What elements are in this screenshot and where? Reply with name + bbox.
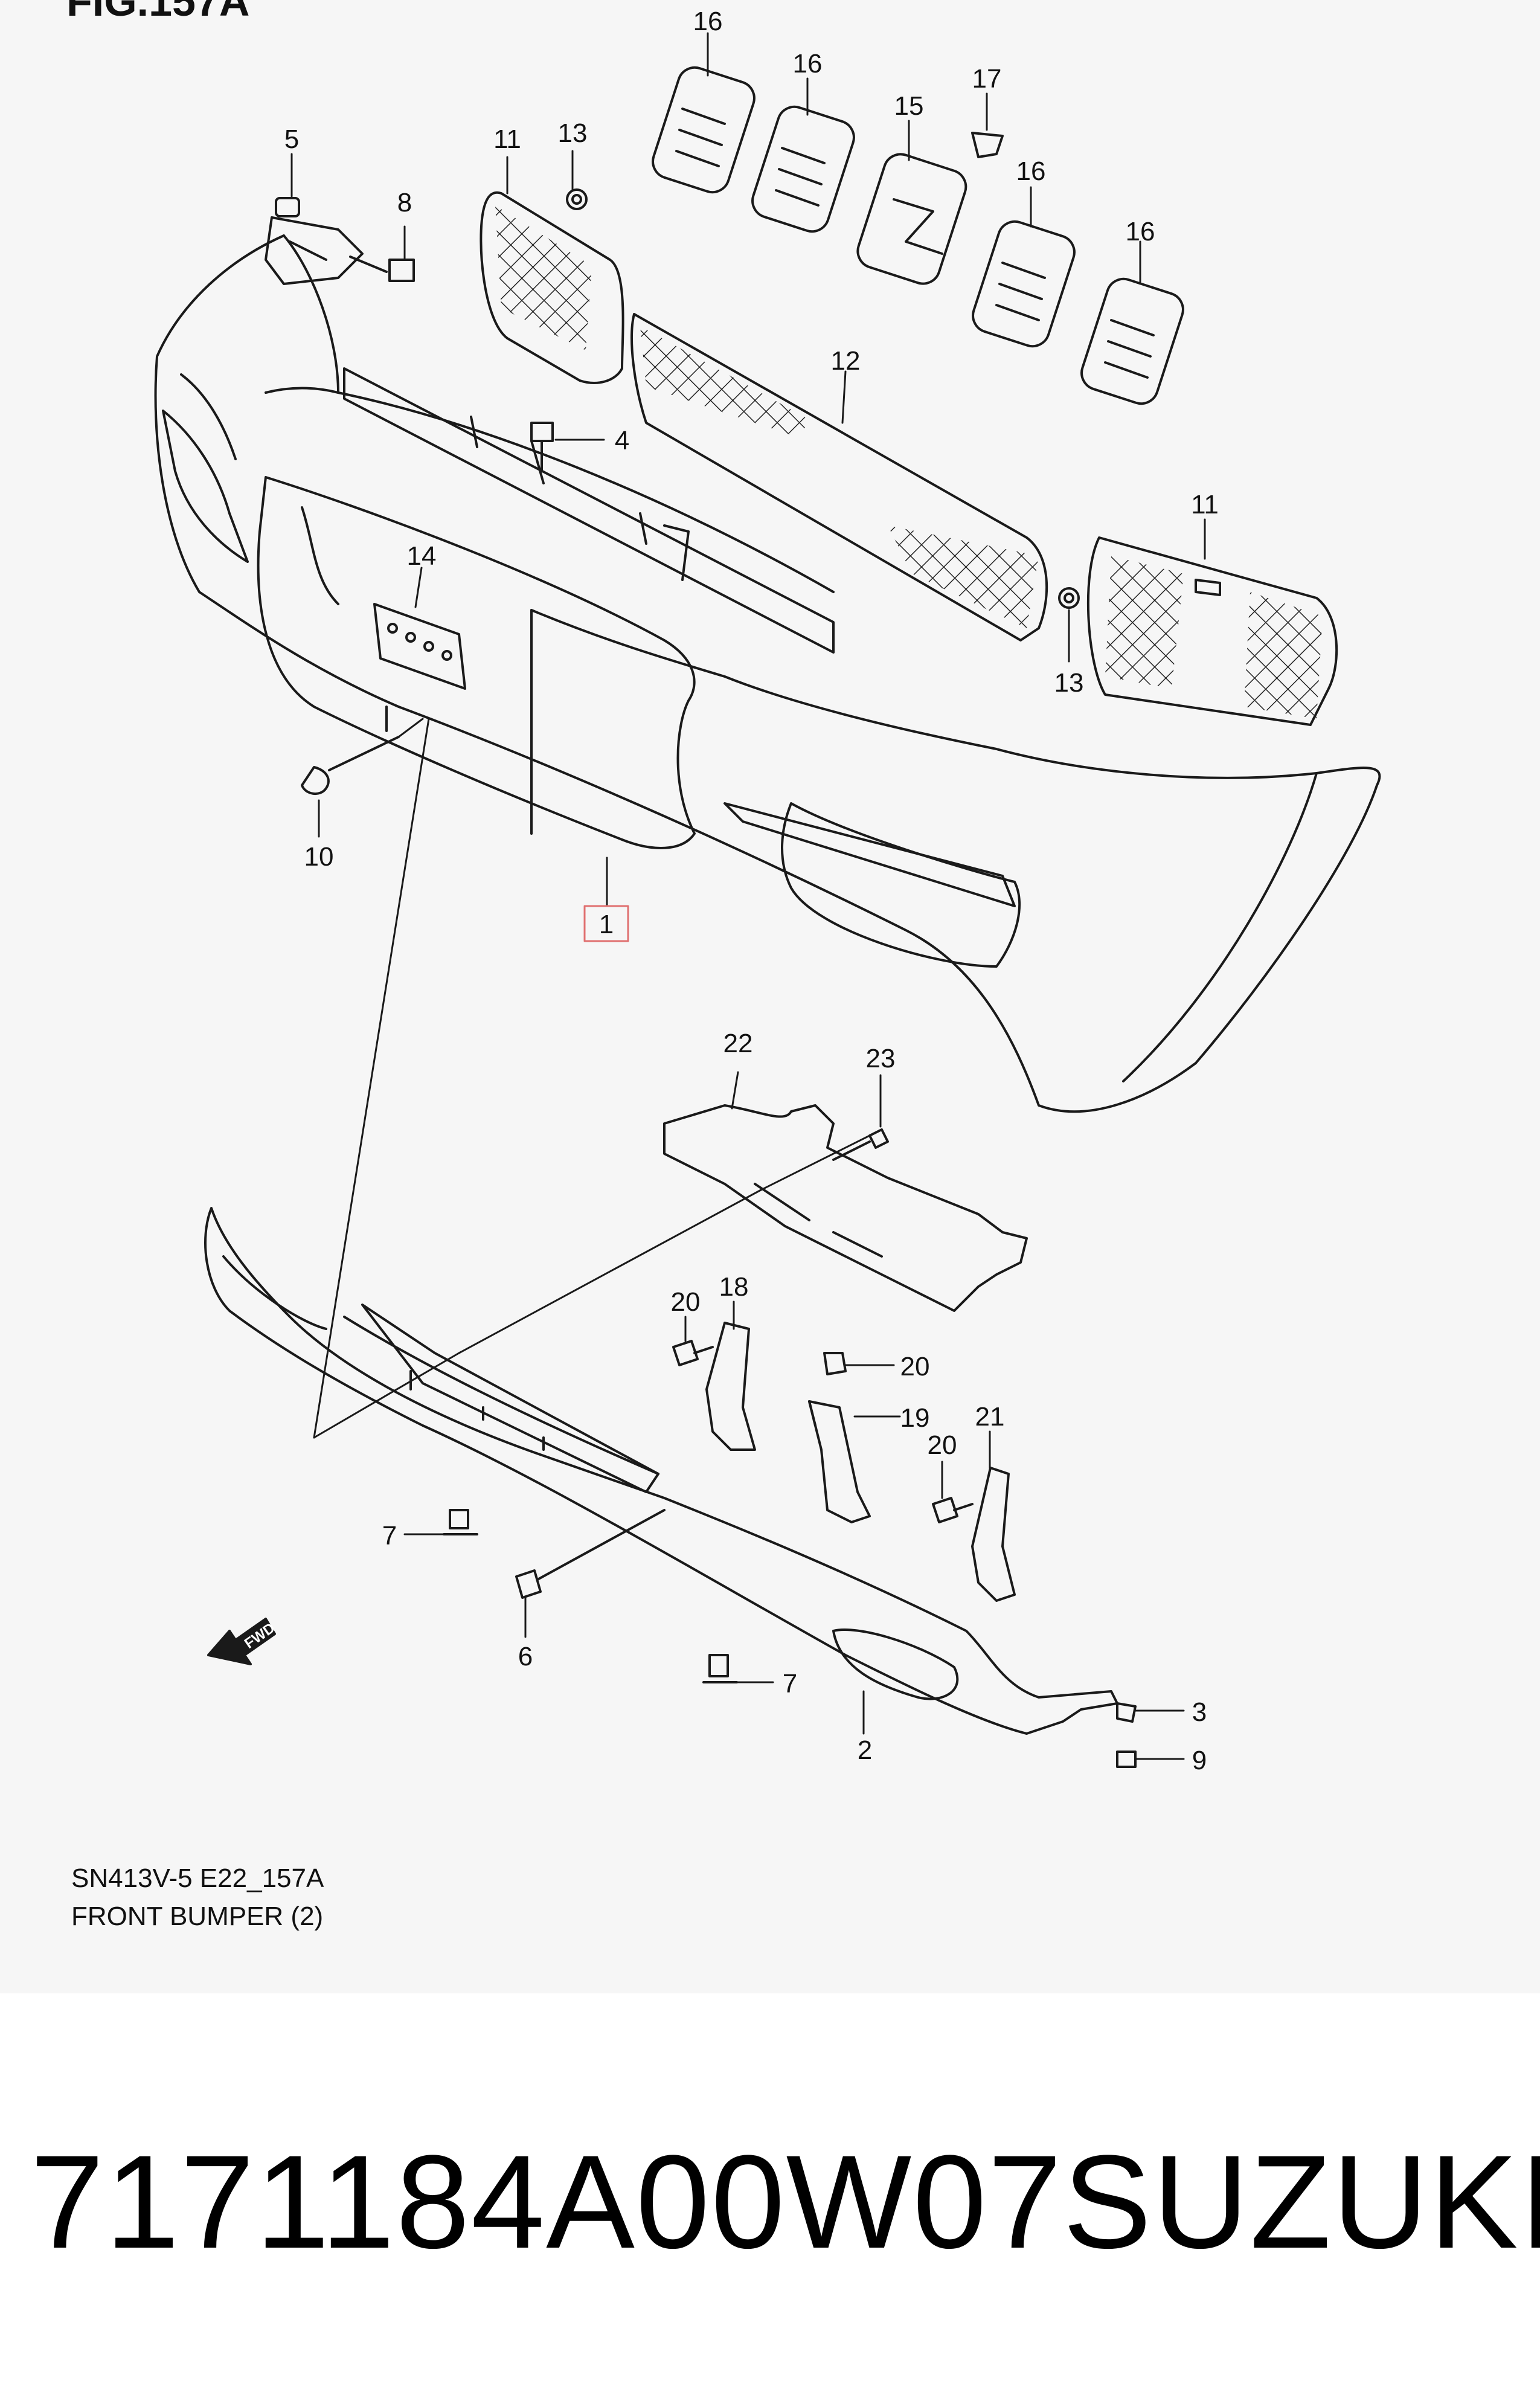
lower-valance-part [204, 1207, 1118, 1735]
callout-21: 21 [975, 1402, 1005, 1432]
stay-21-part [971, 1467, 1016, 1602]
side-bracket-part [265, 216, 364, 285]
callout-11-left: 11 [493, 124, 521, 154]
part-identification: 7171184A00W07 SUZUKI [30, 2127, 1540, 2276]
callout-7-a: 7 [382, 1521, 397, 1551]
nut-5-part [275, 197, 300, 217]
figure-title: FIG.157A [66, 0, 250, 25]
clip-7-b-part [702, 1654, 738, 1683]
stay-19-part [808, 1400, 871, 1523]
exploded-view-drawing: 5 8 11 13 4 12 16 16 15 17 16 16 11 13 1… [154, 7, 1381, 1775]
callout-19: 19 [900, 1403, 930, 1433]
callout-leader-lines [290, 32, 1206, 1760]
callout-23: 23 [866, 1044, 896, 1073]
screw-23-part [832, 1128, 889, 1161]
callout-16-b: 16 [793, 49, 823, 79]
upper-reinforcement-part [343, 367, 835, 654]
diagram-panel [0, 0, 1540, 1993]
stay-18-part [705, 1322, 756, 1451]
drawing-caption: FRONT BUMPER (2) [71, 1902, 324, 1931]
callout-11-right: 11 [1191, 490, 1219, 519]
emblem-15-part [856, 153, 967, 285]
clip-4-part [530, 422, 554, 472]
grille-slat-16-d-part [1080, 277, 1184, 405]
callout-1: 1 [599, 910, 614, 939]
callout-20-c: 20 [928, 1430, 957, 1460]
clip-17-part [971, 132, 1004, 158]
clip-13-upper-part [566, 188, 588, 210]
license-plate-bracket-part [373, 603, 466, 690]
callout-20-a: 20 [671, 1287, 701, 1317]
callout-8: 8 [397, 188, 412, 217]
callout-5: 5 [284, 124, 299, 154]
callout-9: 9 [1192, 1746, 1207, 1775]
front-bumper-shell-part [154, 234, 1381, 1113]
forward-arrow-icon [207, 1618, 276, 1665]
screw-9-part [1116, 1751, 1137, 1768]
callout-12: 12 [831, 346, 861, 376]
clip-7-a-part [443, 1509, 478, 1535]
callout-13-lower: 13 [1054, 668, 1084, 698]
part-number: 7171184A00W07 [30, 2127, 1063, 2276]
drawing-code: SN413V-5 E22_157A [71, 1863, 324, 1893]
clip-3-part [1116, 1702, 1137, 1723]
highlight-box-item-1 [583, 905, 629, 942]
callout-16-c: 16 [1016, 156, 1046, 186]
callout-3: 3 [1192, 1697, 1207, 1727]
bolt-20-b-part [823, 1352, 847, 1375]
brand-name: SUZUKI [1062, 2127, 1540, 2276]
screw-8-part [349, 256, 415, 282]
lower-bracket-plate-part [663, 1104, 1028, 1312]
bolt-20-a-part [672, 1340, 714, 1366]
callout-14: 14 [407, 541, 437, 571]
callout-10: 10 [304, 842, 334, 872]
callout-17: 17 [972, 64, 1002, 94]
callout-6: 6 [518, 1642, 533, 1671]
clip-13-lower-part [1058, 587, 1080, 609]
callout-18: 18 [719, 1272, 749, 1302]
callout-22: 22 [723, 1029, 753, 1058]
callout-20-b: 20 [900, 1352, 930, 1381]
callout-7-b: 7 [783, 1669, 797, 1699]
callout-4: 4 [615, 426, 629, 455]
grille-slat-16-a-part [652, 66, 756, 194]
callout-16-d: 16 [1126, 217, 1155, 246]
assembly-guide-lines [313, 718, 871, 1439]
callout-2: 2 [858, 1735, 872, 1765]
grille-side-left-part [480, 191, 624, 384]
grille-slat-16-b-part [751, 105, 855, 233]
grille-side-right-part [1086, 536, 1338, 726]
callout-15: 15 [894, 91, 924, 121]
bolt-20-c-part [932, 1497, 974, 1523]
center-grille-mesh-part [630, 313, 1048, 641]
screw-10-part [301, 736, 400, 795]
callout-13-upper: 13 [558, 118, 588, 148]
grille-slat-16-c-part [972, 220, 1076, 348]
screw-6-part [515, 1509, 666, 1599]
callout-16-a: 16 [693, 7, 723, 36]
